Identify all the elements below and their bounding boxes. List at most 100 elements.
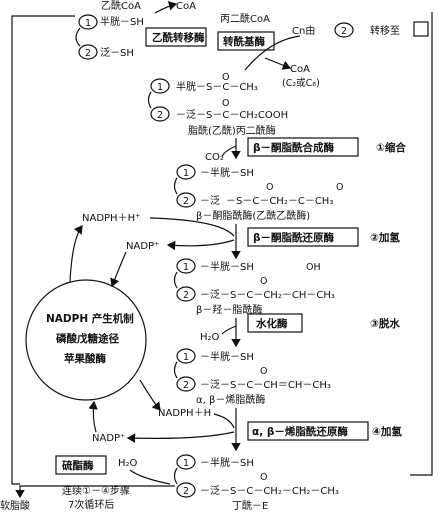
nadph-h-2: NADPH＋H bbox=[158, 408, 211, 419]
hydratase-box bbox=[247, 313, 303, 333]
o-label-6: O bbox=[260, 366, 267, 377]
malonyl-transferase-label: 转酰基酶 bbox=[223, 35, 265, 48]
enoyl-row: －泛－S－C－CH＝CH－CH₃ bbox=[200, 379, 331, 391]
acyl-malonyl-name: 脂酰(乙酰)丙二酰酶 bbox=[188, 124, 276, 137]
acetyl-coa-label: 乙酰CoA bbox=[101, 0, 141, 12]
step-hydrogenate: ②加氢 bbox=[370, 231, 400, 244]
circle-to-nadph-2 bbox=[139, 379, 161, 411]
fatty-acid-exit-arrow bbox=[15, 485, 175, 499]
ketoacyl-reductase-box bbox=[247, 227, 359, 247]
transfer-target-box bbox=[413, 21, 429, 37]
acetoacetyl-name: β－酮脂酰酶(乙酰乙酰酶) bbox=[196, 209, 310, 222]
svg-text:2: 2 bbox=[183, 380, 189, 391]
svg-text:2: 2 bbox=[183, 486, 189, 497]
arm-1-malonyl: 1 bbox=[150, 78, 170, 94]
svg-text:1: 1 bbox=[183, 262, 189, 273]
cys-sh-3: －半胱－SH bbox=[200, 260, 254, 273]
hydroxy-row: －泛－S－C－CH₂－CH－CH₃ bbox=[200, 289, 335, 301]
pentose-phosphate-label: 磷酸戊糖途径 bbox=[56, 332, 119, 345]
cys-sh-4: －半胱－SH bbox=[200, 350, 254, 363]
o-label-1: O bbox=[222, 72, 229, 83]
coa-label-1: CoA bbox=[176, 1, 196, 12]
transfer-to-label: 转移至 bbox=[370, 24, 400, 37]
h2o-label: H₂O bbox=[200, 332, 220, 343]
outer-right-loop bbox=[410, 12, 433, 476]
acetoacetyl-row: －S－C－CH₂－C－CH₃ bbox=[226, 196, 333, 207]
svg-text:2: 2 bbox=[157, 110, 163, 121]
o-label-7: O bbox=[260, 472, 267, 483]
co2-branch bbox=[221, 145, 237, 157]
enoyl-reductase-box bbox=[247, 421, 369, 441]
arm-1-butyryl: 1 bbox=[176, 454, 196, 470]
nadph-mechanism-label: NADPH 产生机制 bbox=[46, 312, 134, 325]
h2o-branch bbox=[221, 325, 237, 335]
arm-link-top bbox=[75, 27, 81, 47]
c2-or-cn-label: (C₂或C₈) bbox=[282, 77, 320, 89]
svg-text:2: 2 bbox=[341, 26, 347, 37]
continue-steps: 连续①－④步骤 bbox=[62, 484, 130, 497]
arm-link-butyryl bbox=[173, 467, 178, 485]
step-hydrogenate-2: ④加氢 bbox=[372, 425, 402, 438]
arm-1-enoyl: 1 bbox=[176, 348, 196, 364]
nadph-source-circle bbox=[25, 279, 147, 401]
fatty-acid-label: 软脂酸 bbox=[0, 499, 30, 512]
cys-sh-top: 半胱－SH bbox=[100, 15, 144, 28]
nadph-h-1: NADPH＋H⁺ bbox=[82, 213, 140, 224]
svg-text:1: 1 bbox=[157, 82, 163, 93]
svg-text:1: 1 bbox=[85, 18, 91, 29]
arm-2-enoyl: 2 bbox=[176, 376, 196, 392]
hydroxy-name: β－羟－脂酰酶 bbox=[196, 303, 262, 316]
cn-arrow-line bbox=[244, 35, 301, 71]
nadph-in-2 bbox=[213, 413, 235, 429]
acetyl-transferase-box bbox=[145, 27, 207, 47]
arm-2-butyryl: 2 bbox=[176, 482, 196, 498]
thioesterase-box bbox=[55, 455, 107, 475]
ketoacyl-synthase-box bbox=[247, 137, 359, 157]
arm-2-hydroxy: 2 bbox=[176, 286, 196, 302]
pan-prefix-acetoacetyl: －泛 bbox=[200, 195, 220, 207]
malonyl-coa-label: 丙二酰CoA bbox=[220, 12, 270, 25]
nadp-out-2 bbox=[126, 431, 235, 443]
ketoacyl-synthase-label: β－酮脂酰合成酶 bbox=[253, 141, 335, 154]
arm-link-acetoacetyl bbox=[173, 177, 178, 195]
arm-2-top: 2 泛－SH bbox=[78, 44, 134, 60]
step-condense: ①缩合 bbox=[376, 141, 406, 154]
coa-label-2: CoA bbox=[290, 64, 310, 75]
svg-text:1: 1 bbox=[183, 352, 189, 363]
svg-text:2: 2 bbox=[85, 48, 91, 59]
cn-from-label: Cn由 bbox=[292, 24, 315, 37]
nadp-1: NADP⁺ bbox=[126, 241, 159, 252]
h2o-label-2: H₂O bbox=[118, 458, 138, 469]
o-label-3: O bbox=[266, 182, 273, 193]
step-dehydrate: ③脱水 bbox=[370, 317, 400, 330]
outer-left-loop bbox=[11, 15, 75, 485]
nadp-to-circle-2 bbox=[88, 400, 98, 433]
arm-1-hydroxy: 1 bbox=[176, 258, 196, 274]
enoyl-reductase-label: α, β－烯脂酰还原酶 bbox=[252, 425, 348, 438]
nadp-out-1 bbox=[166, 239, 235, 251]
arm-link-hydroxy bbox=[173, 271, 178, 289]
ketoacyl-reductase-label: β－酮脂酰还原酶 bbox=[253, 231, 335, 244]
arm-1-top: 1 半胱－SH bbox=[78, 14, 144, 30]
arm-2-malonyl: 2 bbox=[150, 106, 170, 122]
thioesterase-label: 硫酯酶 bbox=[62, 459, 94, 472]
svg-text:1: 1 bbox=[183, 168, 189, 179]
butyryl-row: －泛－S－C－CH₂－CH₂－CH₃ bbox=[200, 485, 339, 497]
malic-enzyme-label: 苹果酸酶 bbox=[64, 352, 106, 365]
arm-link-malonyl bbox=[147, 91, 152, 109]
svg-text:2: 2 bbox=[183, 196, 189, 207]
enoyl-name: α, β－烯脂酰酶 bbox=[196, 393, 265, 406]
o-label-4: O bbox=[336, 182, 343, 193]
oh-label: OH bbox=[306, 262, 321, 273]
arm-link-enoyl bbox=[173, 361, 178, 379]
o-label-2: O bbox=[222, 98, 229, 109]
circle-2-transfer: 2 bbox=[334, 22, 354, 38]
arm-1-acetoacetyl: 1 bbox=[176, 164, 196, 180]
coa-release-arrow-2 bbox=[264, 57, 292, 70]
cys-sh-2: －半胱－SH bbox=[200, 166, 254, 179]
pan-malonyl-row: －泛－S－C－CH₂COOH bbox=[176, 109, 288, 121]
nadph-in-1 bbox=[149, 217, 235, 237]
svg-text:1: 1 bbox=[183, 458, 189, 469]
malonyl-transferase-box bbox=[217, 31, 275, 51]
